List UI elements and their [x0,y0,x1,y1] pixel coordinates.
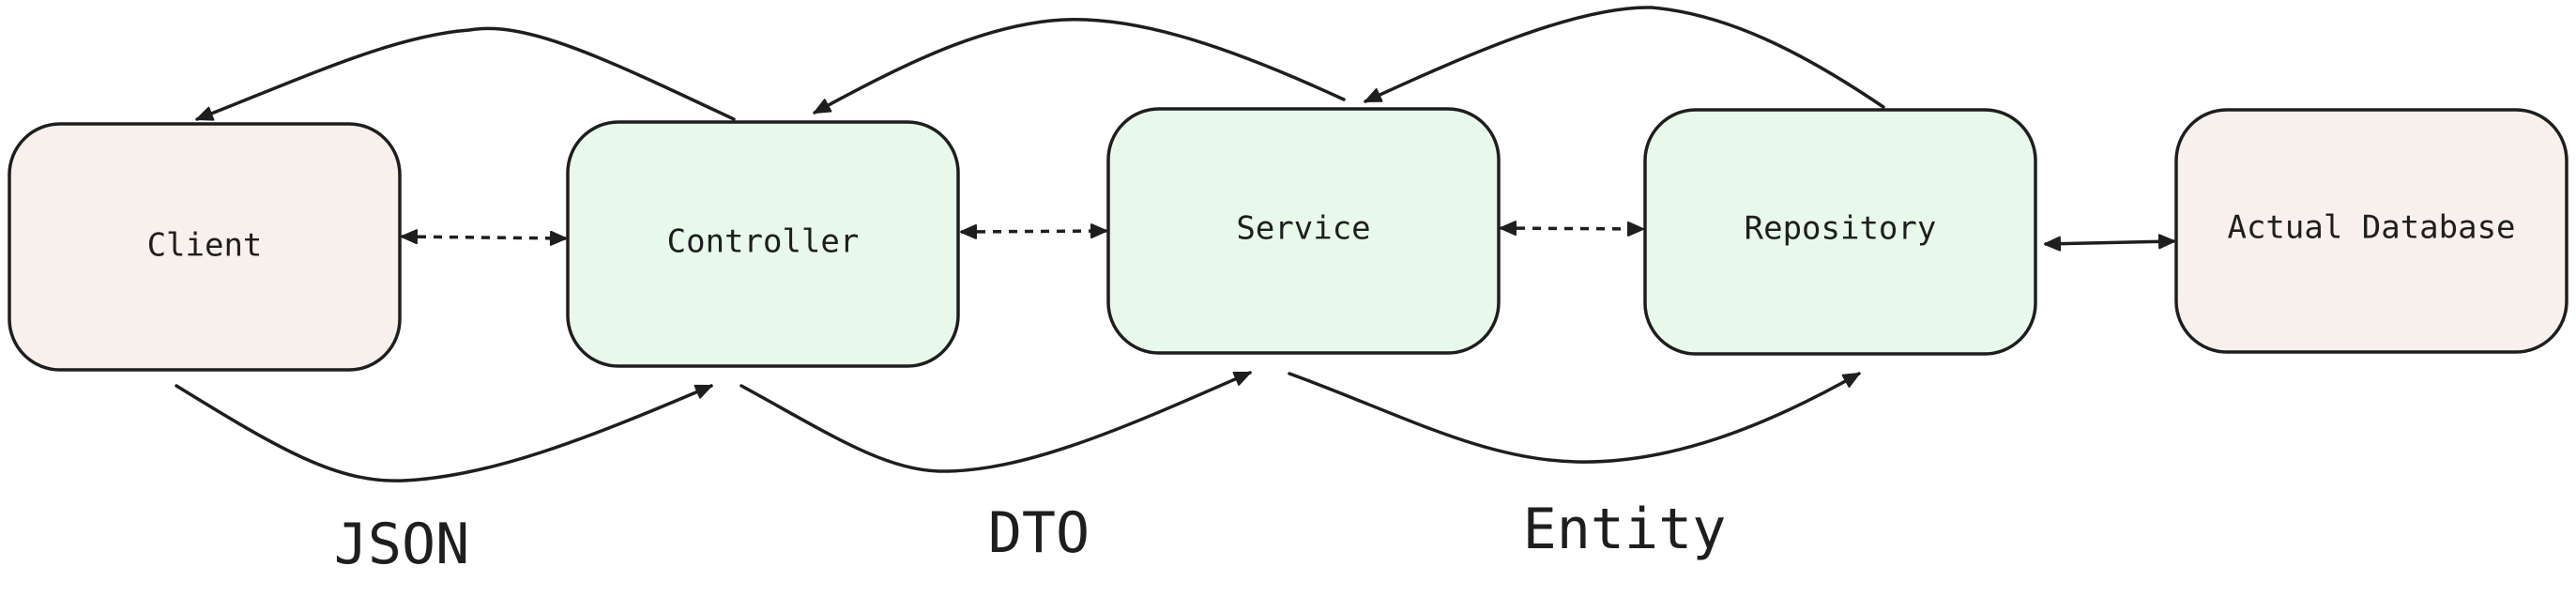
service-box [1106,107,1501,355]
controller-node: Controller [566,120,960,368]
database-node: Actual Database [2174,108,2568,354]
client-node: Client [8,122,402,372]
service-repository-connector [1500,221,1644,237]
repository-box [1643,108,2037,356]
repository-label: Repository [1745,210,1937,248]
controller-to-service-arc [739,371,1252,473]
controller-box [566,120,960,368]
controller-label: Controller [667,223,860,261]
json-caption: JSON [334,512,470,577]
database-box [2174,108,2568,354]
controller-to-client-arc [195,26,736,121]
repository-node: Repository [1643,108,2037,356]
client-label: Client [147,227,263,265]
entity-caption: Entity [1523,497,1727,562]
database-label: Actual Database [2227,209,2515,247]
repository-to-service-arc [1364,6,1885,109]
service-node: Service [1106,107,1501,355]
controller-service-connector [960,223,1107,239]
dto-caption: DTO [988,500,1090,566]
service-to-controller-arc [813,18,1346,115]
client-box [8,122,402,372]
client-controller-connector [401,229,567,246]
client-to-controller-arc [175,384,713,482]
repository-database-connector [2044,234,2175,252]
service-to-repository-arc [1288,372,1861,464]
service-label: Service [1236,210,1370,248]
